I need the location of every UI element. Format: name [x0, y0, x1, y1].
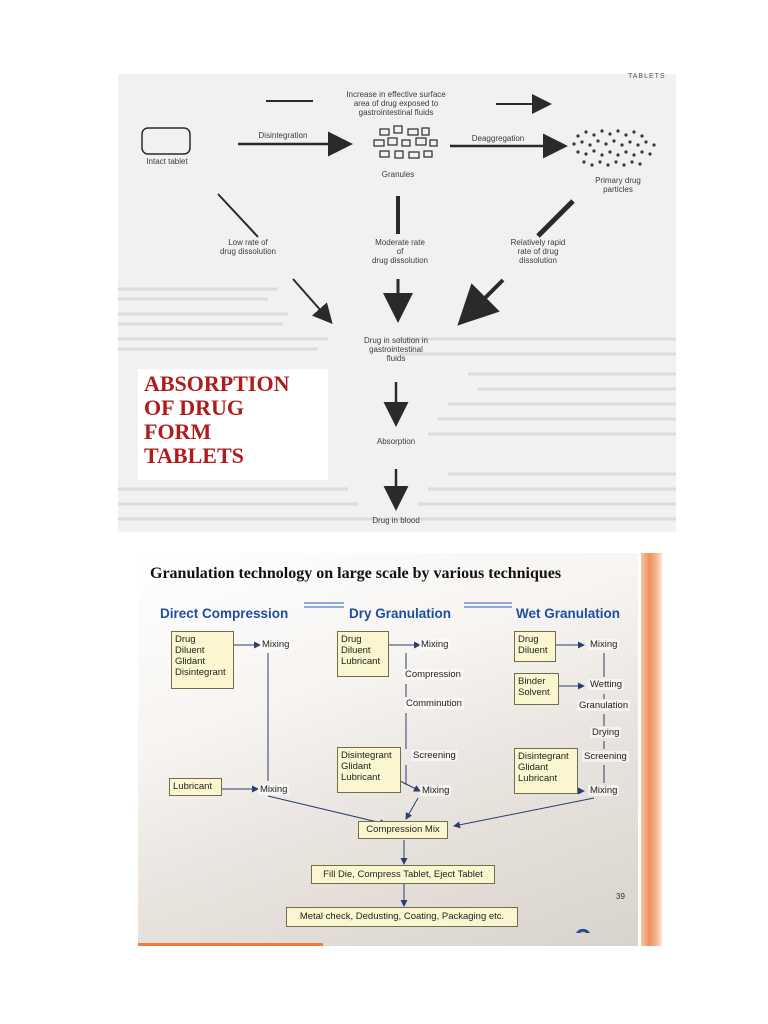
wet-extra-box: Disintegrant Glidant Lubricant	[514, 748, 578, 794]
slide-bottom-rule	[138, 943, 323, 946]
dry-granulation-heading: Dry Granulation	[349, 606, 452, 621]
slide-title: Granulation technology on large scale by…	[150, 565, 562, 582]
direct-lubricant-box: Lubricant	[169, 778, 222, 796]
wet-granulation-heading: Wet Granulation	[516, 606, 621, 621]
tablet-dissolution-line	[217, 193, 259, 238]
wet-drying-step: Drying	[590, 727, 622, 738]
primary-particles-label: Primary drug particles	[595, 176, 641, 194]
dry-extra-box: Disintegrant Glidant Lubricant	[337, 747, 401, 793]
wet-ingredients-box: Drug Diluent	[514, 631, 556, 662]
direct-ingredients-box: Drug Diluent Glidant Disintegrant	[171, 631, 234, 689]
dry-screening-step: Screening	[411, 750, 458, 761]
wet-wetting-step: Wetting	[588, 679, 625, 690]
drug-in-blood-label: Drug in blood	[372, 516, 420, 525]
dry-mixing-1: Mixing	[419, 639, 451, 650]
rapid-rate-arrow	[457, 278, 505, 326]
granules-shape	[373, 125, 438, 159]
dry-mixing-2: Mixing	[420, 785, 452, 796]
direct-mixing-2: Mixing	[258, 784, 290, 795]
slide-logo-icon	[576, 928, 590, 933]
wet-binder-box: Binder Solvent	[514, 673, 559, 705]
deaggregation-label: Deaggregation	[471, 134, 525, 143]
direct-compression-heading: Direct Compression	[160, 606, 289, 621]
intact-tablet-shape	[141, 127, 191, 155]
direct-mixing-1: Mixing	[260, 639, 292, 650]
primary-particles-shape	[572, 129, 656, 167]
drug-in-solution-label: Drug in solution in gastrointestinal flu…	[363, 336, 429, 363]
slide-side-bar	[641, 553, 662, 946]
wet-screening-step: Screening	[582, 751, 629, 762]
low-rate-label: Low rate of drug dissolution	[219, 238, 277, 256]
absorption-diagram-drawing	[118, 94, 676, 521]
granules-label: Granules	[381, 170, 415, 179]
dry-compression-step: Compression	[403, 669, 463, 680]
header-rule	[304, 602, 512, 608]
dry-ingredients-box: Drug Diluent Lubricant	[337, 631, 389, 677]
slide-page-number: 39	[616, 892, 625, 901]
running-head: TABLETS	[628, 73, 666, 80]
disintegration-label: Disintegration	[258, 131, 308, 140]
particles-dissolution-line	[536, 199, 575, 238]
low-rate-arrow	[292, 278, 333, 325]
intact-tablet-label: Intact tablet	[146, 157, 188, 166]
absorption-title: ABSORPTION OF DRUG FORM TABLETS	[144, 371, 290, 468]
granulation-flow-lines	[222, 602, 605, 907]
compression-mix-box: Compression Mix	[358, 821, 448, 839]
wet-mixing-2: Mixing	[588, 785, 620, 796]
metal-check-box: Metal check, Dedusting, Coating, Packagi…	[286, 907, 518, 927]
dry-comminution-step: Comminution	[404, 698, 464, 709]
absorption-title-box	[138, 369, 328, 480]
rapid-rate-label: Relatively rapid rate of drug dissolutio…	[510, 238, 566, 265]
absorption-label: Absorption	[376, 437, 416, 446]
wet-granulation-step: Granulation	[577, 700, 631, 711]
scan-background-text	[118, 287, 676, 521]
surface-area-label: Increase in effective surface area of dr…	[346, 90, 446, 117]
wet-mixing-1: Mixing	[588, 639, 620, 650]
moderate-rate-label: Moderate rate of drug dissolution	[371, 238, 429, 265]
fill-die-box: Fill Die, Compress Tablet, Eject Tablet	[311, 865, 495, 884]
